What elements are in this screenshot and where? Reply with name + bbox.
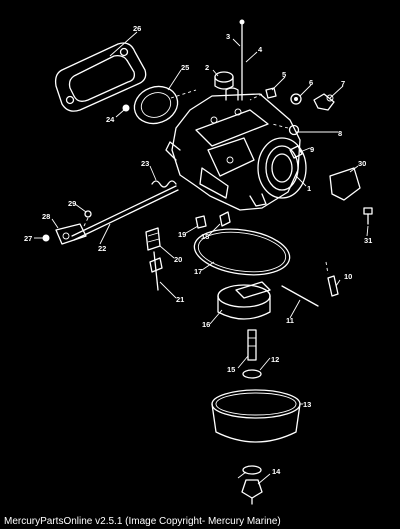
callout-22: 22 [98,244,106,253]
callout-6: 6 [309,78,313,87]
part-11-pin [281,285,319,307]
part-13-float-bowl [211,389,301,443]
callout-7: 7 [341,79,345,88]
part-9-screw [289,145,303,159]
callout-31: 31 [364,236,372,245]
part-30-cover [329,167,361,201]
callout-15: 15 [227,365,235,374]
part-27-screw [42,234,50,242]
part-15-stem [247,329,257,361]
part-20-spring [145,227,161,251]
callout-21: 21 [176,295,184,304]
callout-29: 29 [68,199,76,208]
callout-2: 2 [205,63,209,72]
callout-26: 26 [133,24,141,33]
part-10-needle [325,261,339,297]
leader-lines [34,31,369,485]
part-18-jet [219,211,231,227]
part-7-fitting [313,93,335,111]
callout-3: 3 [226,32,230,41]
part-17-gasket [193,228,291,276]
part-16-float [217,281,271,320]
callout-13: 13 [303,400,311,409]
callout-labels: 1 2 3 4 5 6 7 8 9 10 11 12 13 14 15 16 1… [24,24,372,476]
callout-14: 14 [272,467,281,476]
part-28-lever [55,223,87,245]
callout-4: 4 [258,45,263,54]
callout-5: 5 [282,70,286,79]
callout-8: 8 [338,129,342,138]
part-14-plug [241,479,263,505]
part-29-screw [83,210,92,227]
part-26-gasket [54,42,147,112]
part-3-needle [239,19,245,101]
part-22-throttle-shaft [71,185,179,241]
part-12-washer-upper [242,369,262,379]
callout-17: 17 [194,267,202,276]
part-12-washer-lower [242,465,262,475]
part-24-screw [122,104,130,112]
callout-18: 18 [201,232,209,241]
part-21-needle [149,251,163,291]
part-8-washer [271,123,300,136]
callout-1: 1 [307,184,311,193]
part-6-nut [290,93,302,105]
callout-28: 28 [42,212,50,221]
part-5-screw [249,87,277,101]
callout-10: 10 [344,272,352,281]
part-23-spring [151,180,177,188]
callout-12: 12 [271,355,279,364]
callout-20: 20 [174,255,182,264]
callout-19: 19 [178,230,186,239]
callout-9: 9 [310,145,314,154]
part-2-cap [214,71,234,90]
callout-27: 27 [24,234,32,243]
callout-11: 11 [286,316,294,325]
callout-23: 23 [141,159,149,168]
part-31-screw [363,207,373,225]
part-25-diaphragm [133,85,197,125]
part-19-screw [195,215,207,229]
callout-24: 24 [106,115,115,124]
part-1-carburetor-body [165,87,307,211]
copyright-caption: MercuryPartsOnline v2.5.1 (Image Copyrig… [4,516,281,527]
callout-25: 25 [181,63,189,72]
callout-16: 16 [202,320,210,329]
callout-30: 30 [358,159,366,168]
